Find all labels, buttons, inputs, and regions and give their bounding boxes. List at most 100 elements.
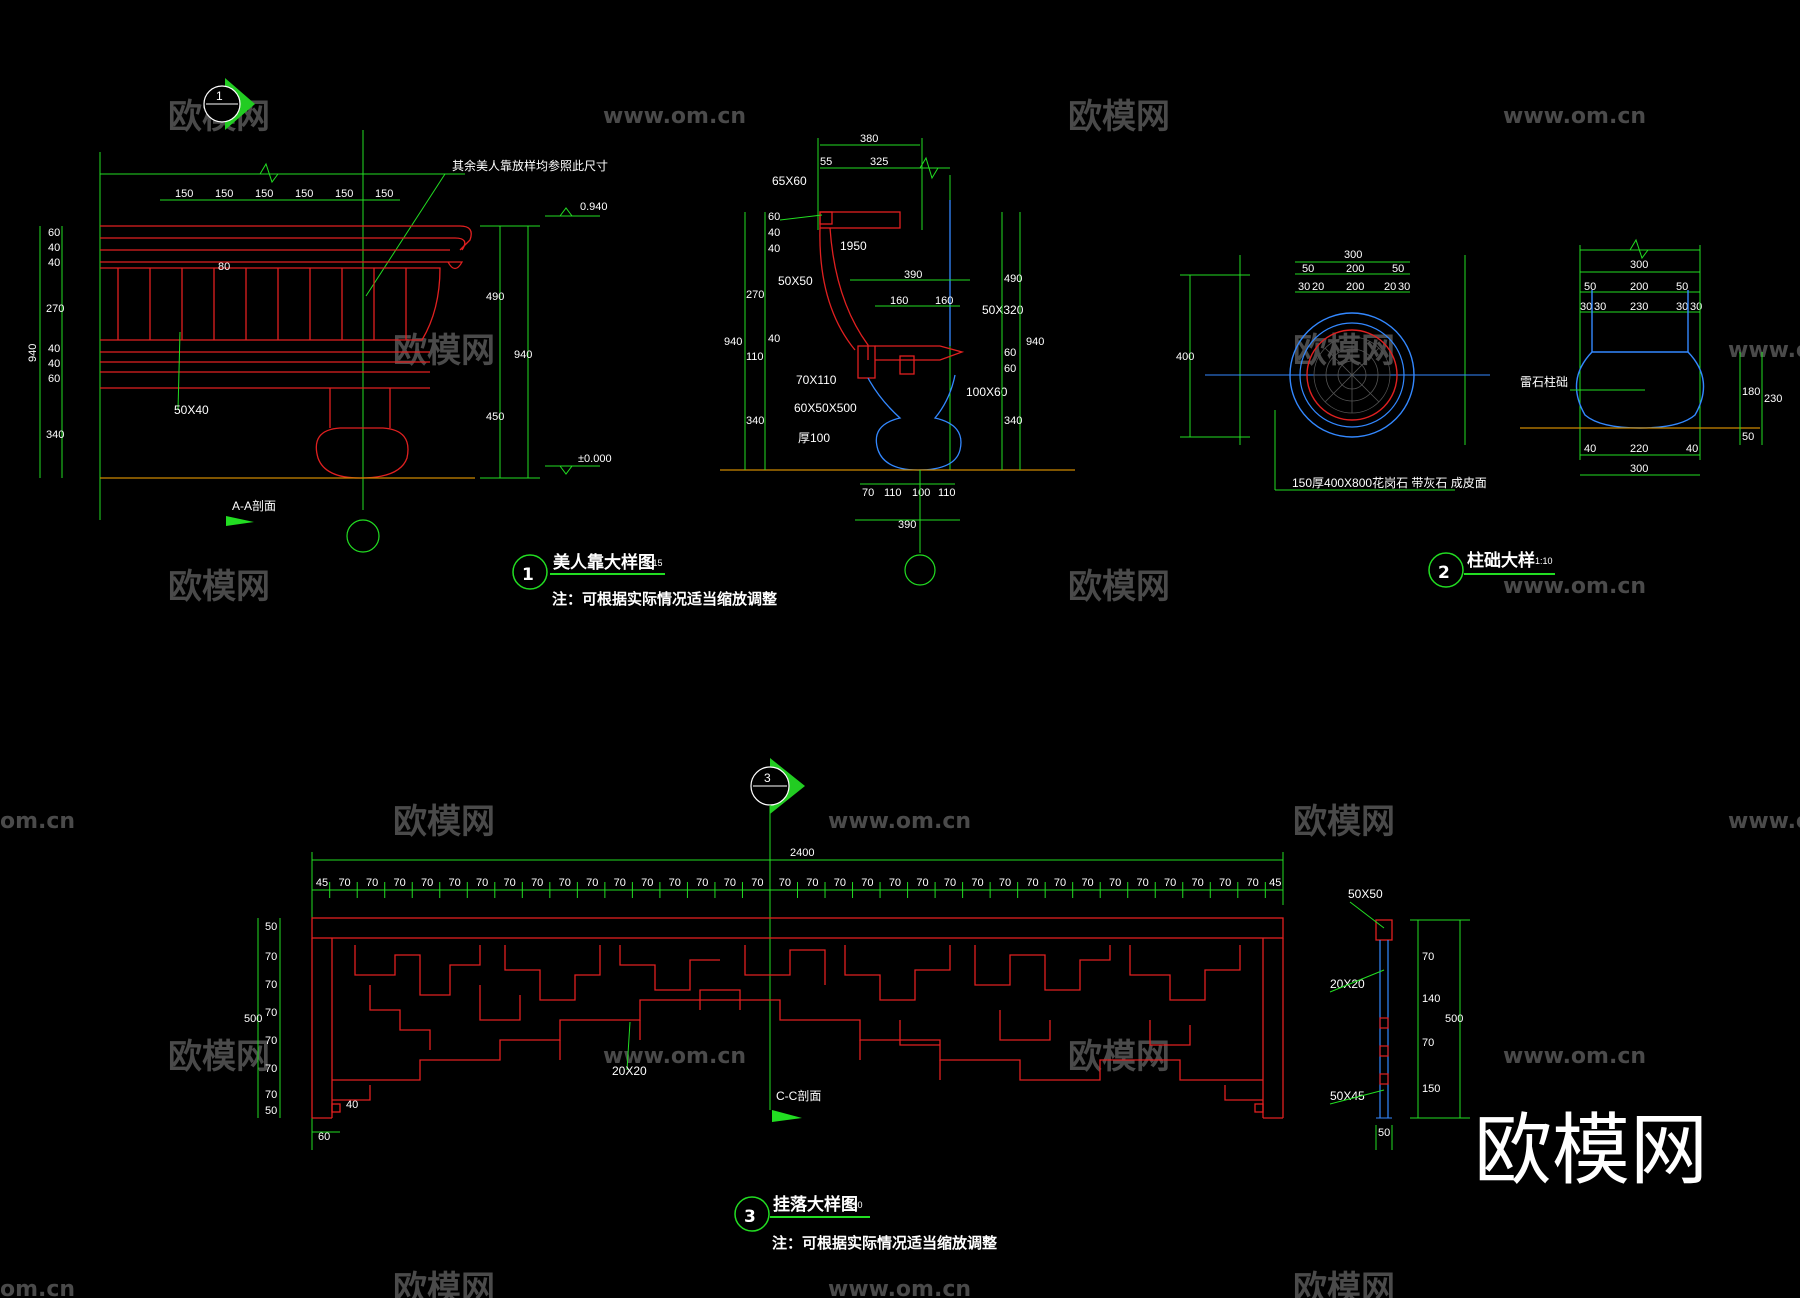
dim-label: 50	[1584, 281, 1596, 293]
dim-label: 70	[1136, 877, 1148, 889]
dim-label: 110	[746, 351, 764, 363]
dim-label: 200	[1630, 281, 1648, 293]
elevation-top: 0.940	[580, 201, 608, 213]
dim-label: 340	[1004, 415, 1022, 427]
fascia-lattice	[311, 917, 1284, 1119]
dim-label: 70	[586, 877, 598, 889]
dim-label: 200	[1346, 263, 1364, 275]
dim-label: 70	[559, 877, 571, 889]
dim-label: 390	[904, 269, 922, 281]
dim-label: 2400	[790, 847, 814, 859]
dim-label: 70	[1422, 1037, 1434, 1049]
section-label: 50X50	[778, 274, 813, 288]
dim-label: 220	[1630, 443, 1648, 455]
dim-label: 940	[514, 349, 532, 361]
dim-label: 70	[449, 877, 461, 889]
dim-label: 490	[1004, 273, 1022, 285]
dim-label: 70	[641, 877, 653, 889]
dim-label: 70	[265, 1063, 277, 1075]
dim-label: 40	[346, 1099, 358, 1111]
section-label: 65X60	[772, 174, 807, 188]
detail2-plan: 300 50 200 50 30 20 200 20 30 400 150厚40…	[1176, 249, 1490, 491]
dim-label: 70	[1081, 877, 1093, 889]
dim-label: 70	[1422, 951, 1434, 963]
drawing-scale: 1:15	[645, 558, 663, 568]
section-label: 100X60	[966, 385, 1008, 399]
watermark-url: www.om.cn	[1728, 338, 1800, 363]
drawing-scale: 1:10	[1535, 556, 1553, 566]
watermark-brand: 欧模网	[393, 802, 495, 842]
dim-label: 40	[48, 257, 60, 269]
watermark-brand: 欧模网	[1068, 1037, 1170, 1077]
dim-label: 50	[1378, 1127, 1390, 1139]
dim-label: 400	[1176, 351, 1194, 363]
watermark-url: www.om.cn	[828, 1277, 971, 1298]
dim-label: 60	[1004, 363, 1016, 375]
dim-label: 160	[935, 295, 953, 307]
member-label: 50X40	[174, 403, 209, 417]
dim-label: 50	[1676, 281, 1688, 293]
dim-label: 490	[486, 291, 504, 303]
dim-label: 160	[890, 295, 908, 307]
dim-label: 70	[861, 877, 873, 889]
section-label: 50X320	[982, 303, 1024, 317]
drawing-note: 注：可根据实际情况适当缩放调整	[772, 1234, 997, 1252]
drawing-title: 柱础大样	[1467, 550, 1535, 571]
dim-label: 50	[265, 921, 277, 933]
dim-label: 70	[1247, 877, 1259, 889]
left-dims: 60 40 40 270 40 40 60 340	[46, 227, 64, 441]
dim-label: 70	[531, 877, 543, 889]
dim-label: 150	[255, 188, 273, 200]
drawing-scale: 1:10	[845, 1200, 863, 1210]
watermark-url-partial: om.cn	[0, 809, 75, 834]
dim-label: 180	[1742, 386, 1760, 398]
leader-note: 其余美人靠放样均参照此尺寸	[452, 158, 608, 173]
section-label: 60X50X500	[794, 401, 857, 415]
dim-label: 80	[218, 261, 230, 273]
member-label: 20X20	[612, 1064, 647, 1078]
dim-label: 150	[375, 188, 393, 200]
dim-label: 70	[265, 951, 277, 963]
dim-label: 150	[175, 188, 193, 200]
watermark-url: www.om.cn	[1503, 574, 1646, 599]
watermark-url: www.om.cn	[1503, 104, 1646, 129]
dim-label: 150	[335, 188, 353, 200]
watermark-url-partial: om.cn	[0, 1277, 75, 1298]
dim-label: 30	[1594, 301, 1606, 313]
dim-label: 70	[806, 877, 818, 889]
dim-label: 200	[1346, 281, 1364, 293]
dim-label: 300	[1630, 259, 1648, 271]
detail1-title-block: 1 美人靠大样图 1:15 注：可根据实际情况适当缩放调整	[512, 552, 777, 608]
dim-label: 30	[1298, 281, 1310, 293]
dim-label: 30	[1676, 301, 1688, 313]
plan-note: 150厚400X800花岗石 带灰石 成皮面	[1292, 475, 1487, 490]
dim-label: 150	[215, 188, 233, 200]
dim-label: 50	[1302, 263, 1314, 275]
member-label: 50X50	[1348, 887, 1383, 901]
dim-label: 70	[393, 877, 405, 889]
dim-label: 70	[834, 877, 846, 889]
dim-label: 150	[1422, 1083, 1440, 1095]
dim-label: 30	[1690, 301, 1702, 313]
dim-label: 340	[46, 429, 64, 441]
dim-label: 20	[1384, 281, 1396, 293]
drawing-note: 注：可根据实际情况适当缩放调整	[552, 590, 777, 608]
dim-label: 380	[860, 133, 878, 145]
dim-label: 30	[1580, 301, 1592, 313]
watermark-brand: 欧模网	[168, 1037, 270, 1077]
marker-number: 1	[522, 565, 534, 585]
watermark-url: www.om.cn	[603, 104, 746, 129]
bench-section: 380 55 325 65X60 1950 50X50 70X110 60X50…	[720, 133, 1075, 586]
marker-number: 1	[216, 89, 223, 103]
dim-label: 45	[316, 877, 328, 889]
dim-label: 70	[265, 1035, 277, 1047]
dim-label: 940	[27, 344, 39, 362]
dim-label: 390	[898, 519, 916, 531]
dim-label: 40	[48, 242, 60, 254]
dim-label: 40	[48, 343, 60, 355]
dim-label: 70	[265, 1007, 277, 1019]
watermark-url: www.om.cn	[828, 809, 971, 834]
dim-label: 110	[884, 487, 902, 499]
dim-label: 30	[1398, 281, 1410, 293]
